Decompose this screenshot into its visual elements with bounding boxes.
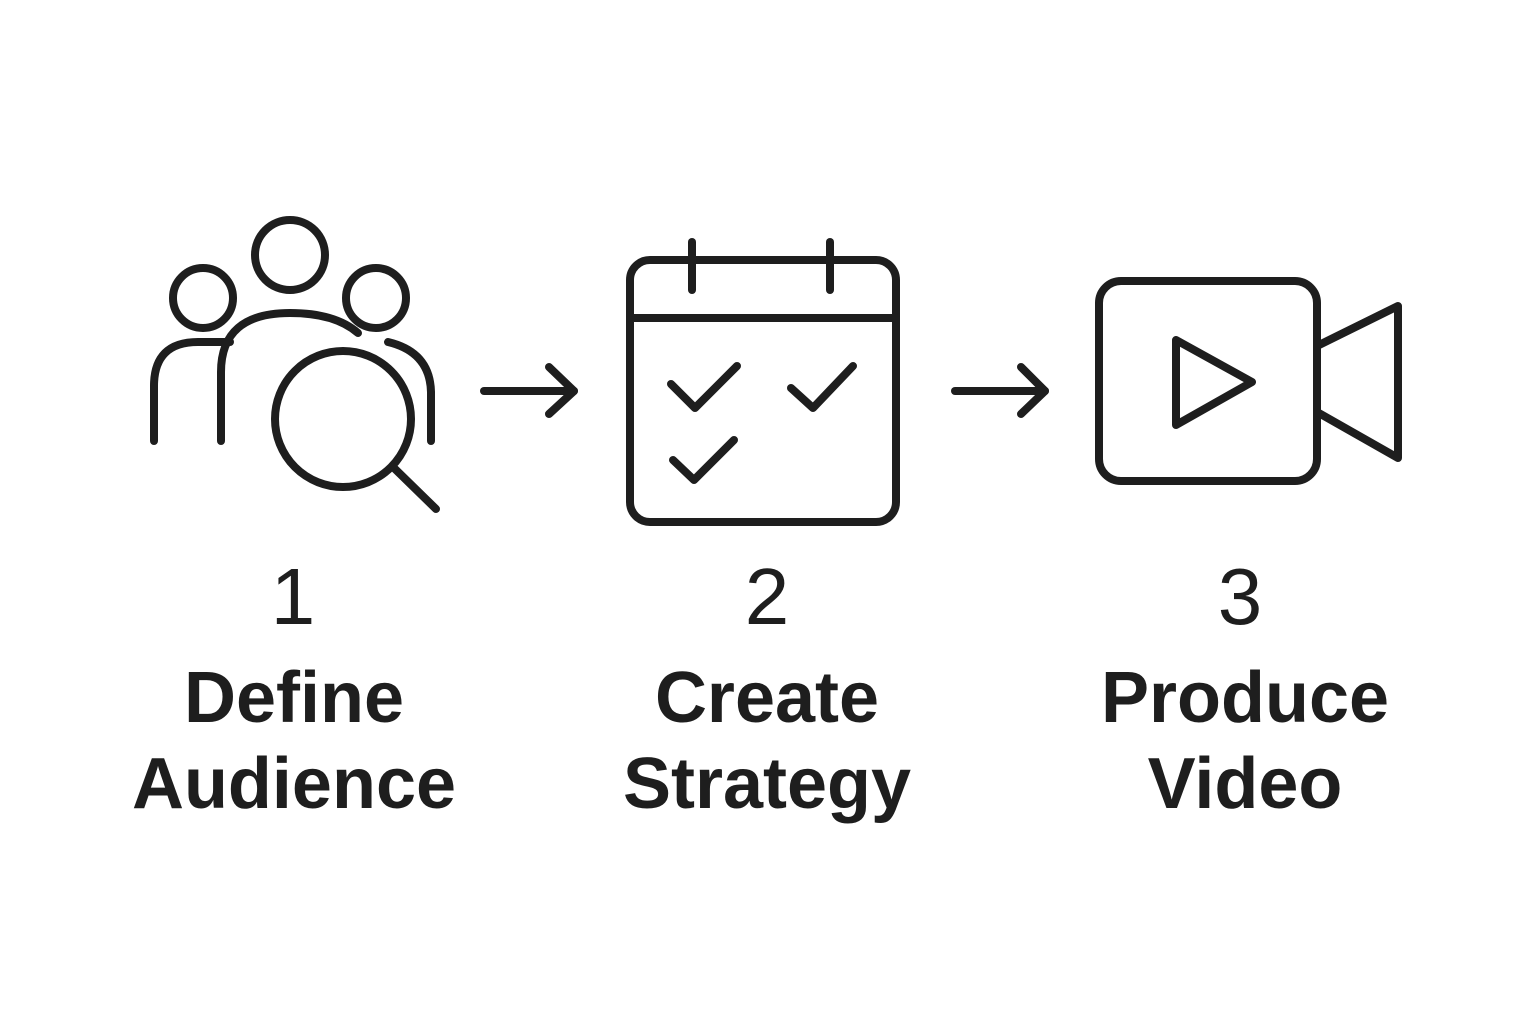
step-1-label-line1: Define — [183, 658, 405, 738]
step-1-label-line2: Audience — [131, 744, 457, 824]
step-3-number: 3 — [1217, 552, 1263, 641]
step-1-label: Define Audience — [84, 655, 504, 827]
step-3-label-line2: Video — [1147, 744, 1343, 824]
step-2-label-line2: Strategy — [622, 744, 912, 824]
step-2-number: 2 — [744, 552, 790, 641]
step-2-label: Create Strategy — [557, 655, 977, 827]
step-1-number: 1 — [270, 552, 316, 641]
step-3-label-line1: Produce — [1100, 658, 1390, 738]
step-3-label: Produce Video — [1035, 655, 1455, 827]
step-2-label-line1: Create — [654, 658, 880, 738]
